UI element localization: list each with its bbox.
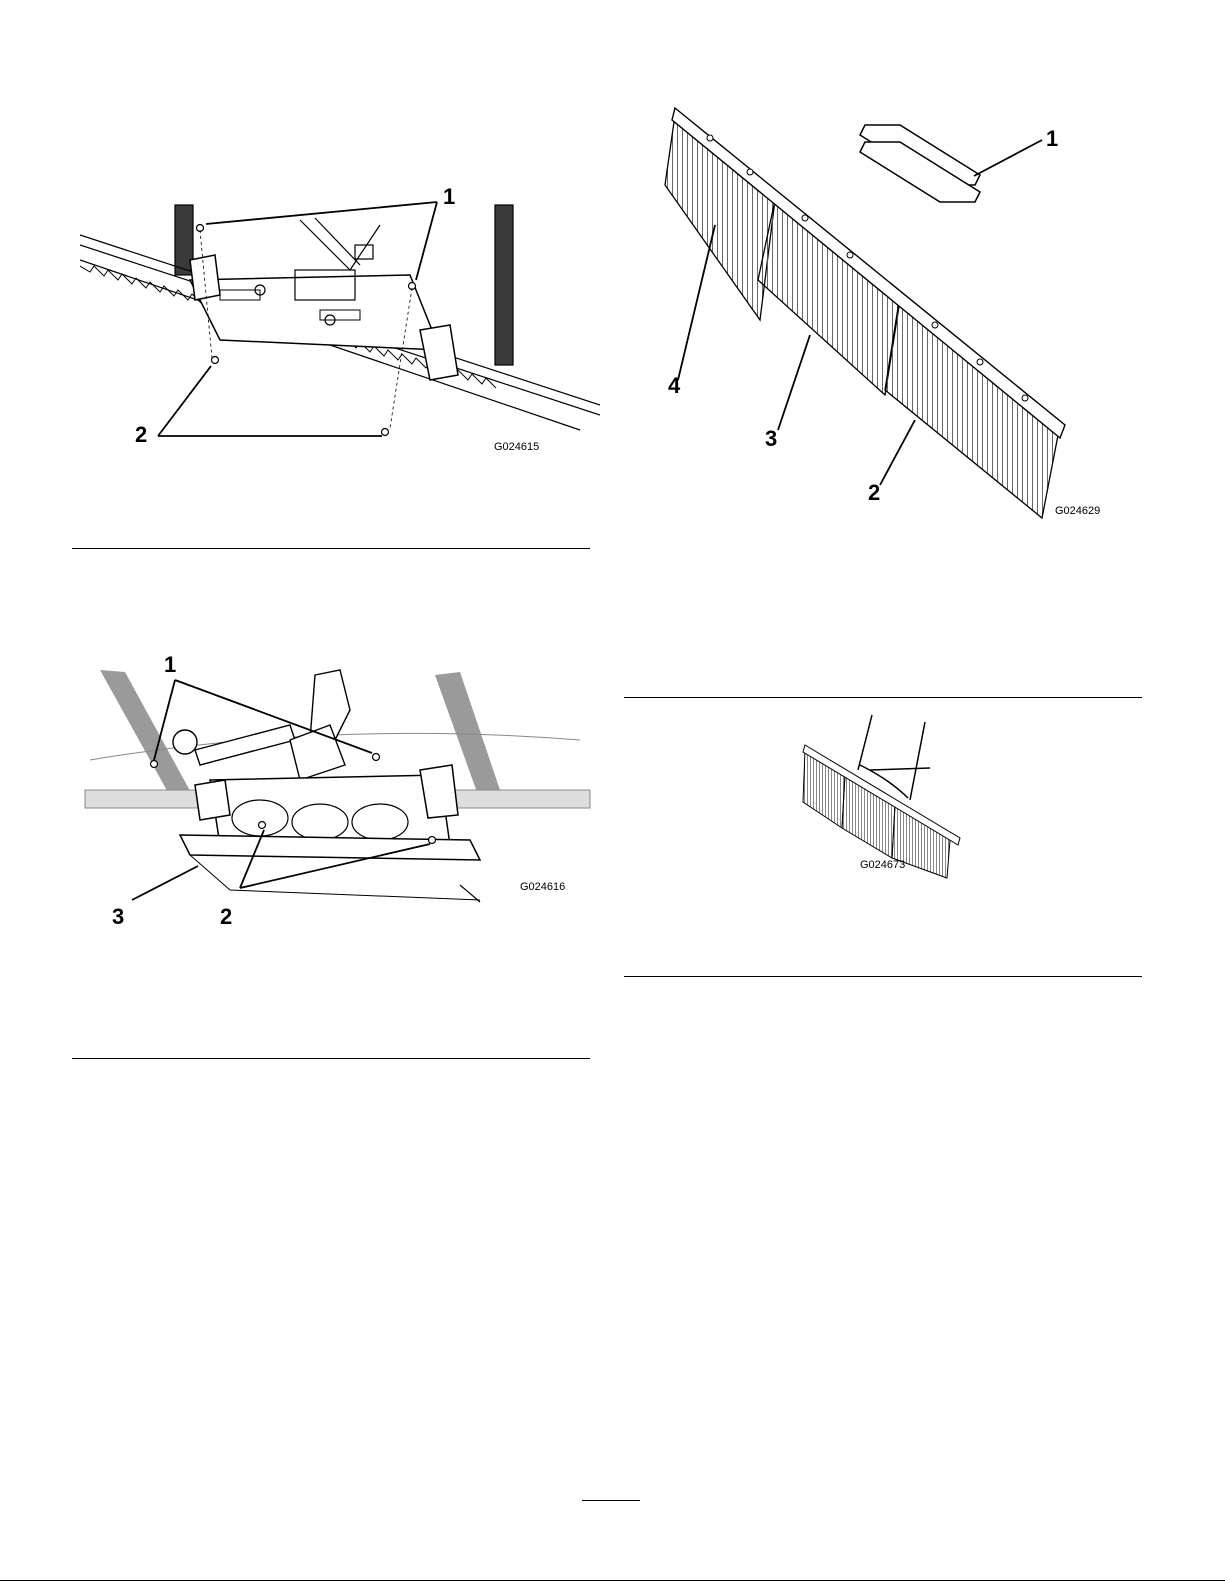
hinge-left-icon [195, 780, 230, 820]
figure-3-illustration: 1 2 3 4 G024629 [650, 100, 1110, 530]
figure-1: 1 2 G024615 [80, 180, 600, 480]
callout-3: 3 [112, 904, 124, 929]
callout-1: 1 [1046, 126, 1058, 151]
figure-code: G024629 [1055, 505, 1100, 517]
section-divider [72, 548, 590, 549]
strip-plates [860, 125, 980, 202]
bolt-icon [382, 429, 389, 436]
section-divider [624, 697, 1142, 698]
callout-4: 4 [668, 373, 681, 398]
figure-2: 1 2 3 G024616 [80, 650, 600, 940]
callout-2: 2 [135, 422, 147, 447]
brush-section-middle [758, 200, 900, 395]
callout-3: 3 [765, 426, 777, 451]
figure-2-illustration: 1 2 3 G024616 [80, 650, 600, 940]
page-number [582, 1500, 640, 1519]
page-bottom-rule [0, 1580, 1225, 1581]
figure-code: G024615 [494, 441, 539, 453]
nut-icon [151, 761, 158, 768]
bolt-icon [429, 837, 436, 844]
bolt-icon [212, 357, 219, 364]
section-divider [624, 976, 1142, 977]
hinge-left-icon [190, 255, 220, 300]
section-divider [72, 1058, 590, 1059]
hinge-right-icon [420, 325, 458, 380]
figure-code: G024616 [520, 881, 565, 893]
callout-1: 1 [164, 652, 176, 677]
figure-4-illustration: G024673 [800, 710, 975, 885]
nut-icon [373, 754, 380, 761]
callout-2: 2 [868, 480, 880, 505]
bracket-plate [190, 275, 440, 350]
spring-right-icon [495, 205, 513, 365]
callout-2: 2 [220, 904, 232, 929]
figure-4: G024673 [800, 710, 975, 885]
figure-3: 1 2 3 4 G024629 [650, 100, 1110, 530]
figure-1-illustration: 1 2 G024615 [80, 180, 600, 480]
callout-1: 1 [443, 184, 455, 209]
bolt-icon [259, 822, 266, 829]
figure-code: G024673 [860, 859, 905, 871]
